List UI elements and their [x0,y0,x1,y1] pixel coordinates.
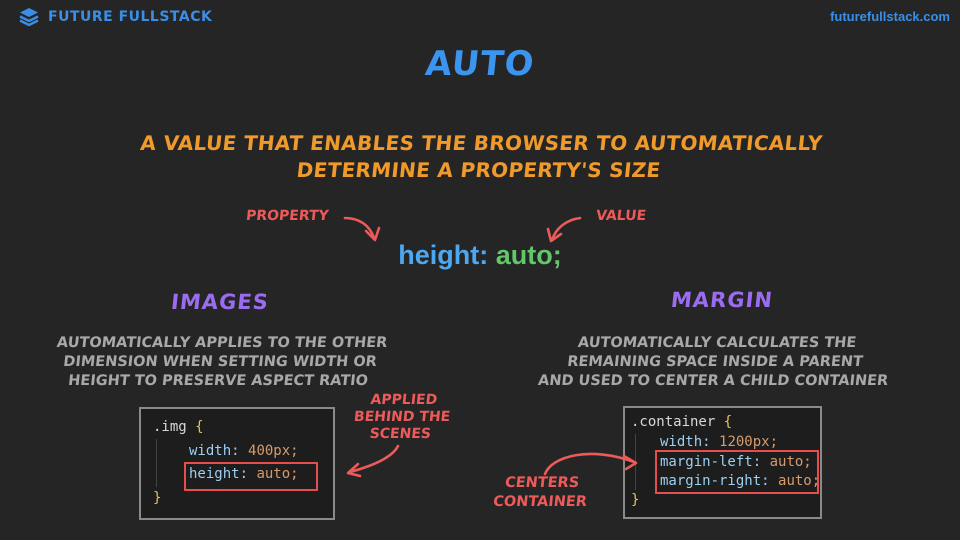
margin-code-line-3: margin-left: auto; [660,454,812,470]
stacked-layers-icon [19,8,39,27]
value-arrow [550,216,582,242]
site-link[interactable]: futurefullstack.com [830,9,950,24]
margin-width-val: 1200px; [719,434,779,450]
margin-highlight-box [655,450,819,494]
margin-right-prop: margin-right: [660,473,770,489]
centers-arrow [543,452,636,476]
margin-close-brace: } [631,492,640,508]
brand-logo[interactable]: FUTURE FULLSTACK [18,6,212,28]
example-property: height: [398,240,489,270]
margin-left-val: auto; [769,454,812,470]
images-code-block: .img { width: 400px; height: auto; } [139,407,335,520]
margin-code-line-4: margin-right: auto; [660,473,820,489]
images-code-line-3: height: auto; [189,466,299,482]
margin-left-prop: margin-left: [660,454,762,470]
images-close-brace: } [153,490,162,506]
margin-code-block: .container { width: 1200px; margin-left:… [623,406,822,519]
example-declaration: height: auto; [0,240,960,271]
property-arrow [343,216,376,240]
brand-name: FUTURE FULLSTACK [48,9,213,25]
margin-code-line-2: width: 1200px; [660,434,778,450]
images-selector: .img [153,419,187,435]
images-height-prop: height: [189,466,249,482]
margin-width-prop: width: [660,434,711,450]
indent-guide [156,439,157,487]
margin-right-val: auto; [778,473,821,489]
example-value: auto; [495,240,562,270]
centers-arrowhead [622,454,638,471]
images-width-val: 400px; [248,443,299,459]
images-code-line-2: width: 400px; [189,443,299,459]
images-code-line-1: .img { [153,419,204,435]
images-code-line-4: } [153,490,161,506]
images-width-prop: width: [189,443,240,459]
applied-arrow [348,444,400,474]
images-height-val: auto; [256,466,299,482]
property-arrowhead [364,226,381,242]
margin-selector: .container [631,414,716,430]
margin-code-line-1: .container { [631,414,732,430]
images-open-brace: { [195,419,204,435]
margin-code-line-5: } [631,492,639,508]
margin-open-brace: { [723,414,733,430]
value-arrowhead [546,227,563,243]
images-highlight-box [184,462,318,491]
applied-arrowhead [346,462,362,478]
